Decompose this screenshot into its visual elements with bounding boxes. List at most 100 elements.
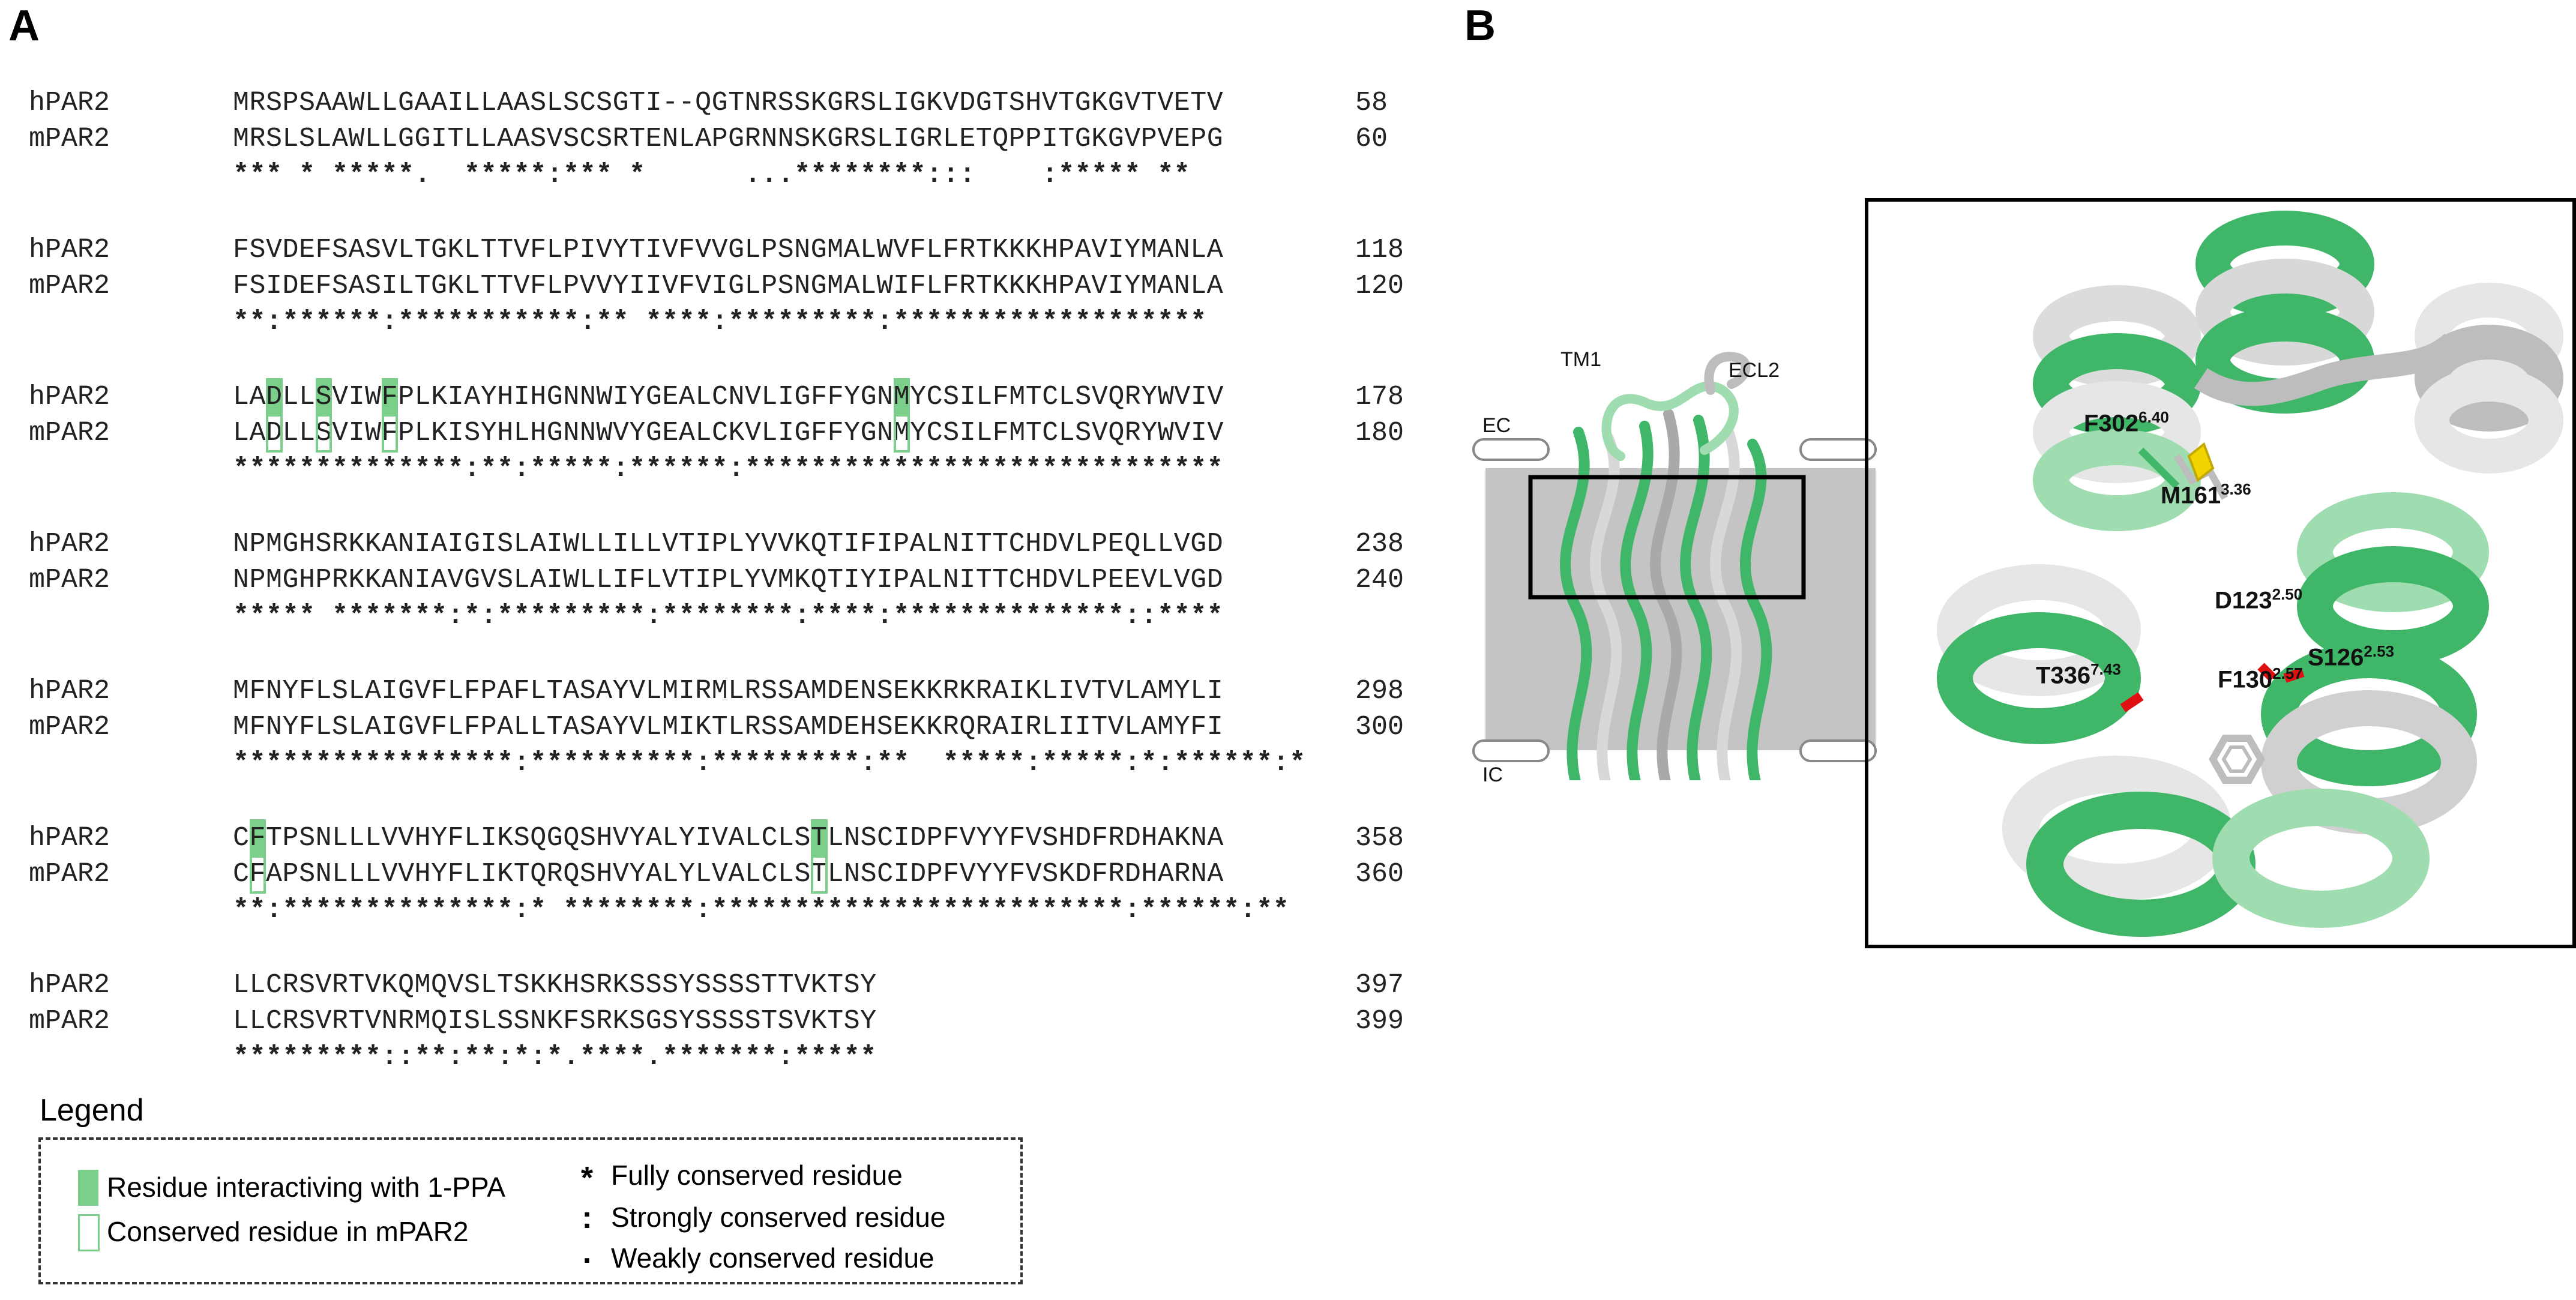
helix-ring-tm4 xyxy=(2297,492,2489,666)
sequence-end-number: 300 xyxy=(1355,712,1404,742)
conserved-residue: M xyxy=(893,414,910,453)
sequence-end-number: 238 xyxy=(1355,529,1404,559)
sequence-end-number: 178 xyxy=(1355,382,1404,412)
conservation-row: **************:**:*****:******:*********… xyxy=(29,450,1469,489)
conservation-symbols: **:**************:* ********:***********… xyxy=(233,895,1290,925)
ligand-fragment xyxy=(2187,442,2215,483)
panel-b: B TM1 ECL2 EC IC xyxy=(1464,0,2576,1300)
mpar2-row: mPAR2 NPMGHPRKKANIAVGVSLAIWLLIFLVTIPLYVMK… xyxy=(29,561,1469,600)
sequence-end-number: 118 xyxy=(1355,235,1404,265)
interacting-residue: M xyxy=(893,378,910,417)
conservation-symbols: **:******:***********:** ****:*********:… xyxy=(233,307,1207,337)
conservation-symbols: ***** *******:*:*********:********:****:… xyxy=(233,601,1224,631)
tm1-label: TM1 xyxy=(1560,348,1601,371)
interacting-residue: T xyxy=(811,819,828,858)
sequence-name: hPAR2 xyxy=(29,823,110,853)
sequence-name: hPAR2 xyxy=(29,382,110,412)
ic-label: IC xyxy=(1482,763,1503,786)
sequence-residues: NPMGHPRKKANIAVGVSLAIWLLIFLVTIPLYVMKQTIYI… xyxy=(233,565,1224,595)
ecl2-label: ECL2 xyxy=(1729,359,1780,382)
sequence-residues: CFTPSNLLLVVHYFLIKSQGQSHVYALYIVALCLSTLNSC… xyxy=(233,819,1224,858)
sequence-end-number: 360 xyxy=(1355,859,1404,889)
conservation-row: *** * *****. *****:*** * ...********::: … xyxy=(29,156,1469,194)
side-chain-f302 xyxy=(2138,447,2180,489)
sequence-name: mPAR2 xyxy=(29,271,110,301)
conservation-row: ***** *******:*:*********:********:****:… xyxy=(29,597,1469,636)
conservation-symbols: *********::**:**:*:*.****.*******:***** xyxy=(233,1042,877,1073)
binding-pocket-zoom xyxy=(1865,198,2576,948)
conservation-row: *********::**:**:*:*.****.*******:***** xyxy=(29,1038,1469,1077)
sequence-end-number: 58 xyxy=(1355,88,1388,118)
interacting-residue: S xyxy=(315,378,333,417)
zoom-region-box xyxy=(1528,475,1806,600)
sequence-residues: MFNYFLSLAIGVFLFPAFLTASAYVLMIRMLRSSAMDENS… xyxy=(233,676,1224,706)
conserved-residue: S xyxy=(315,414,333,453)
helix-ring-tm1 xyxy=(2033,285,2201,531)
hpar2-row: hPAR2 MFNYFLSLAIGVFLFPAFLTASAYVLMIRMLRSSA… xyxy=(29,672,1469,711)
legend-box: Residue interactiving with 1-PPA Conserv… xyxy=(38,1137,1023,1284)
conservation-symbols: *** * *****. *****:*** * ...********::: … xyxy=(233,160,1191,190)
f130-ring xyxy=(2209,735,2265,784)
residue-label-t336: T3367.43 xyxy=(2036,660,2121,689)
panel-b-label: B xyxy=(1464,2,1496,50)
residue-label-s126: S1262.53 xyxy=(2308,642,2395,671)
membrane-slab xyxy=(1485,468,1876,750)
sequence-name: mPAR2 xyxy=(29,124,110,154)
weakly-conserved-symbol: . xyxy=(582,1235,592,1270)
sequence-residues: FSVDEFSASVLTGKLTTVFLPIVYTIVFVVGLPSNGMALW… xyxy=(233,235,1224,265)
sequence-end-number: 298 xyxy=(1355,676,1404,706)
sequence-end-number: 358 xyxy=(1355,823,1404,853)
ec-membrane-cap-right xyxy=(1799,438,1877,461)
interacting-residue-swatch xyxy=(78,1170,98,1206)
alignment-block: hPAR2 MFNYFLSLAIGVFLFPAFLTASAYVLMIRMLRSSA… xyxy=(29,672,1469,819)
alignment-block: hPAR2 LADLLSVIWFPLKIAYHIHGNNWIYGEALCNVLIG… xyxy=(29,378,1469,525)
mpar2-row: mPAR2 CFAPSNLLLVVHYFLIKTQRQSHVYALYLVALCLS… xyxy=(29,855,1469,894)
legend-title: Legend xyxy=(40,1093,144,1128)
sequence-residues: MFNYFLSLAIGVFLFPALLTASAYVLMIKTLRSSAMDEHS… xyxy=(233,712,1224,742)
conserved-residue: T xyxy=(811,855,828,894)
residue-label-d123: D1232.50 xyxy=(2215,585,2303,614)
ic-membrane-cap-right xyxy=(1799,739,1877,762)
residue-label-m161: M1613.36 xyxy=(2161,480,2251,509)
connecting-loop xyxy=(2194,333,2462,406)
interacting-residue: F xyxy=(381,378,399,417)
conservation-symbols: **************:**:*****:******:*********… xyxy=(233,454,1224,484)
strongly-conserved-symbol: : xyxy=(582,1200,592,1235)
side-chain-t336 xyxy=(2120,692,2144,712)
sequence-name: hPAR2 xyxy=(29,970,110,1001)
sequence-residues: NPMGHSRKKANIAIGISLAIWLLILLVTIPLYVVKQTIFI… xyxy=(233,529,1224,559)
helix-ring-tm5 xyxy=(1937,564,2141,744)
conservation-row: **:**************:* ********:***********… xyxy=(29,891,1469,930)
interacting-residue: D xyxy=(266,378,283,417)
side-chain-s126 xyxy=(2283,667,2305,683)
legend-strongly-conserved: Strongly conserved residue xyxy=(611,1202,946,1233)
sequence-name: hPAR2 xyxy=(29,676,110,706)
fully-conserved-symbol: * xyxy=(580,1161,594,1196)
legend-weakly-conserved: Weakly conserved residue xyxy=(611,1242,934,1274)
sequence-residues: LADLLSVIWFPLKISYHLHGNNWVYGEALCKVLIGFFYGN… xyxy=(233,414,1224,453)
panel-a-label: A xyxy=(8,2,40,50)
f130-ring-inner xyxy=(2221,745,2252,773)
sequence-end-number: 180 xyxy=(1355,418,1404,448)
receptor-structure xyxy=(1472,352,1877,780)
sequence-end-number: 60 xyxy=(1355,124,1388,154)
sequence-name: mPAR2 xyxy=(29,859,110,889)
legend-item-interacting: Residue interactiving with 1-PPA xyxy=(107,1172,505,1203)
sequence-name: mPAR2 xyxy=(29,565,110,595)
sequence-residues: CFAPSNLLLVVHYFLIKTQRQSHVYALYLVALCLSTLNSC… xyxy=(233,855,1224,894)
sequence-residues: LADLLSVIWFPLKIAYHIHGNNWIYGEALCNVLIGFFYGN… xyxy=(233,378,1224,417)
sequence-name: mPAR2 xyxy=(29,1006,110,1037)
interacting-residue: F xyxy=(249,819,266,858)
